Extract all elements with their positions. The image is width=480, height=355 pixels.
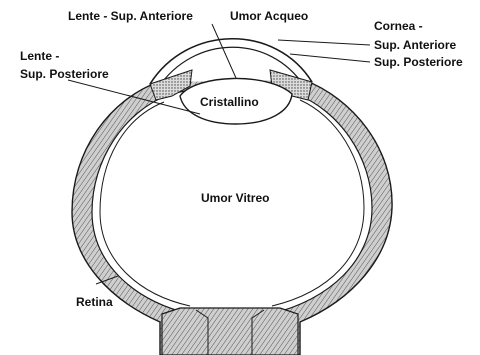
label-lens-posterior-line1: Lente - [20,49,59,63]
label-lens-posterior-line2: Sup. Posteriore [20,67,109,81]
label-vitreous-humor: Umor Vitreo [201,191,269,205]
label-cornea-line1: Cornea - [374,19,423,33]
label-lens-anterior: Lente - Sup. Anteriore [68,9,193,23]
label-lens: Cristallino [200,95,259,109]
label-cornea-line2: Sup. Anteriore [374,38,457,52]
label-cornea-posterior: Sup. Posteriore [374,55,463,69]
label-retina: Retina [76,295,113,309]
leader-cornea-posterior [290,54,370,62]
optic-nerve [162,308,298,355]
leader-cornea-anterior [278,40,370,45]
leader-lens-anterior [212,24,236,78]
label-aqueous-humor: Umor Acqueo [230,9,308,23]
